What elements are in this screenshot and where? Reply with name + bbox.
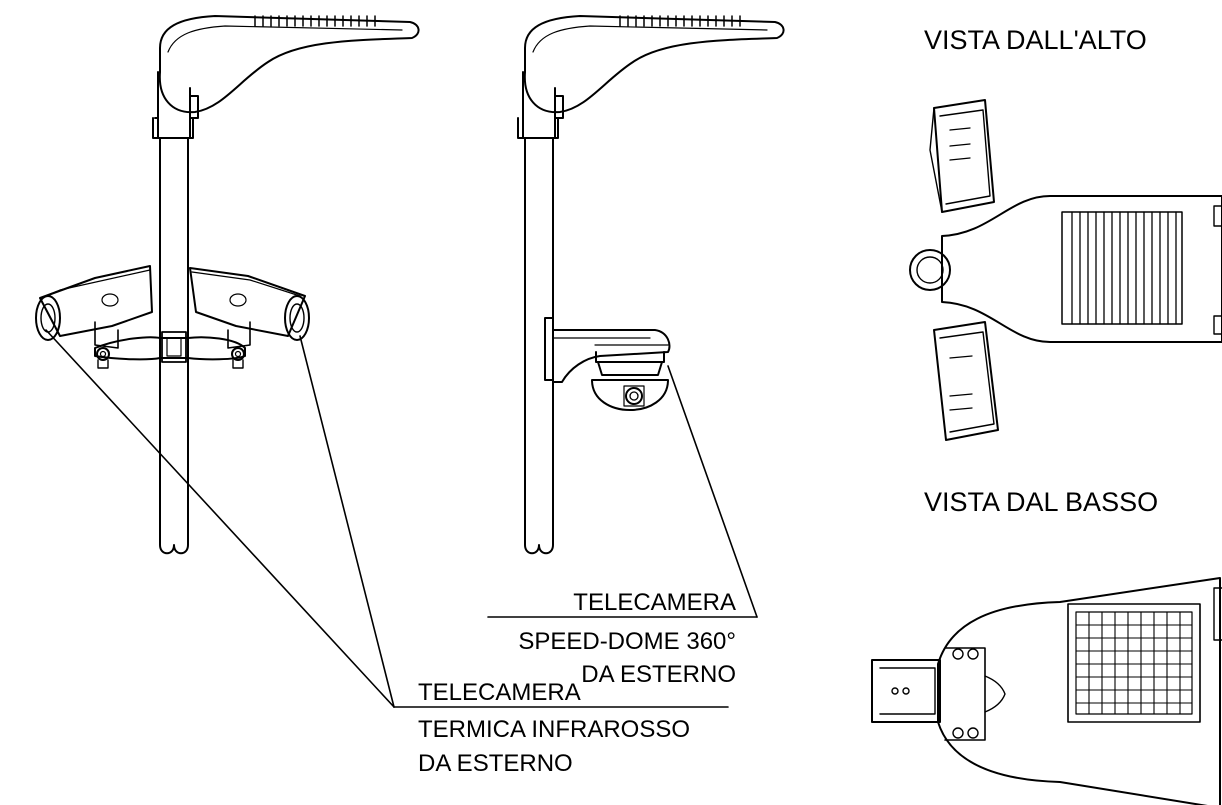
top-view-luminaire-body [941, 195, 1222, 343]
middle-luminaire-head [523, 15, 785, 114]
top-view-drawing [909, 99, 1222, 441]
thermal-callout-line2: TERMICA INFRAROSSO [418, 716, 691, 743]
dome-arm [552, 329, 671, 383]
middle-pole [524, 137, 554, 555]
middle-pole-assembly [517, 15, 785, 555]
bottom-view-title: VISTA DAL BASSO [924, 487, 1159, 517]
led-module-grid [1067, 603, 1201, 723]
dome-callout-line2: SPEED-DOME 360° [518, 628, 736, 655]
dome-callout-line1: TELECAMERA [573, 589, 736, 616]
dome-callout-line3: DA ESTERNO [581, 661, 736, 688]
speed-dome-camera [591, 351, 669, 411]
callout-leaders [45, 329, 758, 708]
thermal-callout-line3: DA ESTERNO [418, 750, 573, 777]
top-view-title: VISTA DALL'ALTO [924, 25, 1147, 55]
left-camera-crossarm [94, 336, 246, 361]
left-pole-assembly [35, 15, 420, 555]
thermal-callout-line1: TELECAMERA [418, 679, 581, 706]
bottom-view-drawing [871, 577, 1222, 805]
left-luminaire-head [158, 15, 420, 114]
left-thermal-camera [35, 265, 153, 369]
bottom-view-luminaire-body [937, 577, 1221, 805]
right-thermal-camera [189, 267, 310, 369]
left-pole [159, 137, 189, 555]
